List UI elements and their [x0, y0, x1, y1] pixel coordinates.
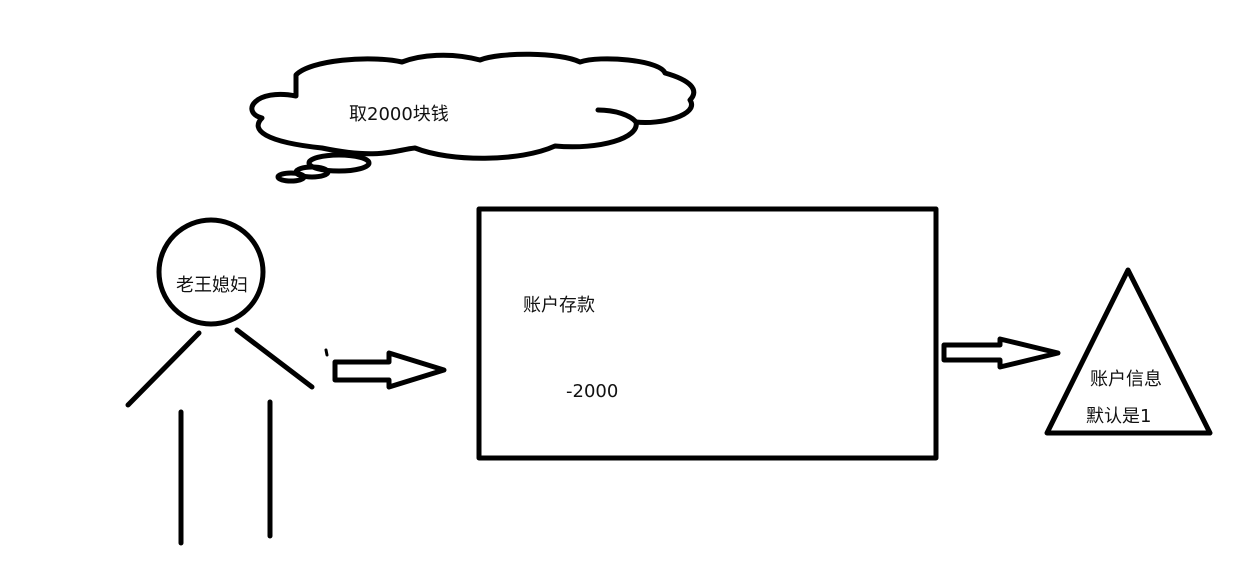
person-label: 老王媳妇	[176, 275, 248, 296]
arrow-to-account	[332, 350, 447, 390]
person-head	[156, 217, 266, 327]
person-left-arm	[125, 330, 202, 408]
account-box	[476, 206, 939, 461]
account-info-note: 默认是1	[1086, 406, 1152, 427]
account-info-title: 账户信息	[1090, 369, 1162, 390]
stick-figure	[125, 217, 329, 546]
arrow-to-info	[941, 336, 1061, 370]
account-box-title: 账户存款	[523, 295, 595, 316]
person-right-arm	[234, 327, 315, 390]
thought-cloud	[249, 51, 697, 184]
account-amount: -2000	[566, 381, 619, 402]
account-info-triangle	[1044, 267, 1213, 436]
thought-text: 取2000块钱	[349, 104, 449, 125]
